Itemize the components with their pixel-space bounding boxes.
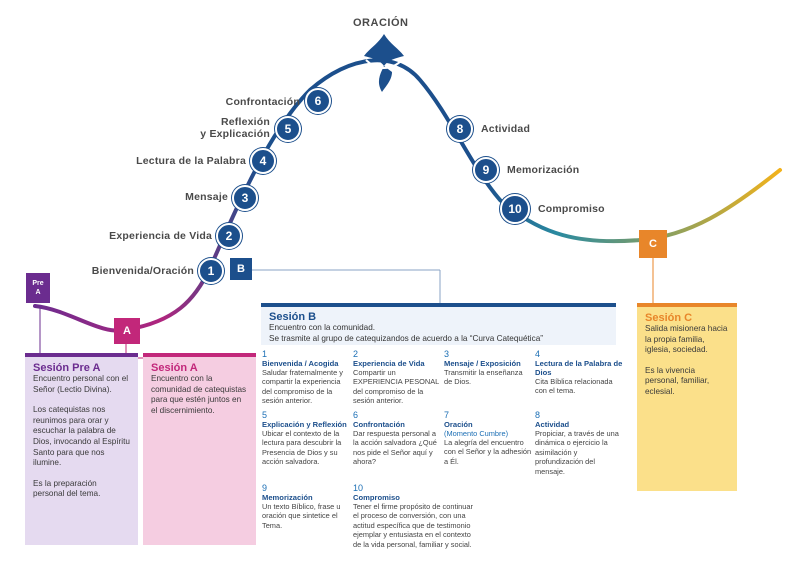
curve-path — [33, 58, 782, 333]
step-node-1: 1 — [198, 258, 224, 284]
item-number: 10 — [353, 483, 364, 493]
item-title: Confrontación — [353, 420, 405, 429]
step-label-5b: y Explicación — [200, 128, 270, 140]
step-label-1: Bienvenida/Oración — [91, 265, 194, 277]
item-title: Memorización — [262, 493, 313, 502]
sesion-pre-a-p1: Encuentro personal con el Señor (Lectio … — [33, 374, 129, 394]
item-desc: Dar respuesta personal a la acción salva… — [353, 429, 437, 467]
sesion-a-p1: Encuentro con la comunidad de catequista… — [151, 374, 247, 415]
marker-pre-a-line1: Pre — [32, 280, 44, 287]
sesion-pre-a-box: Sesión Pre A Encuentro personal con el S… — [25, 353, 138, 545]
sesion-b-line2: Se trasmite al grupo de catequizandos de… — [269, 333, 543, 343]
item-desc: Propiciar, a través de una dinámica o ej… — [535, 429, 619, 476]
item-title: Mensaje / Exposición — [444, 359, 521, 368]
sesion-a-title: Sesión A — [151, 362, 198, 374]
sesion-b-title: Sesión B — [269, 311, 317, 323]
item-desc: Transmitir la enseñanza de Dios. — [444, 368, 523, 387]
sesion-c-box: Sesión C Salida misionera hacia la propi… — [637, 303, 737, 491]
item-subtitle: (Momento Cumbre) — [444, 429, 509, 438]
sesion-b-item-1: 1 Bienvenida / Acogida Saludar fraternal… — [262, 349, 350, 406]
marker-c: C — [639, 230, 667, 258]
step-node-8: 8 — [447, 116, 473, 142]
item-number: 1 — [262, 349, 268, 359]
marker-b: B — [230, 258, 252, 280]
sesion-a-box: Sesión A Encuentro con la comunidad de c… — [143, 353, 256, 545]
step-label-5a: Reflexión — [220, 116, 270, 128]
item-desc: Saludar fraternalmente y compartir la ex… — [262, 368, 343, 406]
step-node-6: 6 — [305, 88, 331, 114]
sesion-pre-a-title: Sesión Pre A — [33, 362, 101, 374]
marker-pre-a: Pre A — [26, 273, 50, 303]
item-title: Bienvenida / Acogida — [262, 359, 339, 368]
sesion-b-item-2: 2 Experiencia de Vida Compartir un EXPER… — [353, 349, 441, 406]
item-title: Actividad — [535, 420, 570, 429]
step-node-4: 4 — [250, 148, 276, 174]
marker-pre-a-line2: A — [35, 289, 41, 296]
sesion-c-p1: Salida misionera hacia la propia familia… — [645, 324, 728, 355]
step-label-3: Mensaje — [185, 191, 228, 203]
sesion-b-item-10: 10 Compromiso Tener el firme propósito d… — [353, 483, 473, 549]
sesion-b-header: Sesión B Encuentro con la comunidad. Se … — [261, 303, 616, 345]
step-node-9: 9 — [473, 157, 499, 183]
sesion-pre-a-p2: Los catequistas nos reunimos para orar y… — [33, 405, 130, 468]
step-label-9: Memorización — [507, 164, 580, 176]
item-number: 3 — [444, 349, 450, 359]
sesion-c-title: Sesión C — [645, 312, 693, 324]
step-label-2: Experiencia de Vida — [109, 230, 212, 242]
step-label-8: Actividad — [481, 123, 531, 135]
holy-spirit-dove-icon — [364, 34, 404, 92]
item-title: Lectura de la Palabra de Dios — [535, 359, 623, 377]
item-desc: Cita Bíblica relacionada con el tema. — [535, 377, 613, 396]
sesion-b-item-8: 8 Actividad Propiciar, a través de una d… — [535, 410, 623, 476]
item-number: 9 — [262, 483, 268, 493]
step-label-6: Confrontación — [225, 96, 300, 108]
item-title: Compromiso — [353, 493, 400, 502]
item-number: 7 — [444, 410, 450, 420]
item-number: 6 — [353, 410, 359, 420]
item-title: Experiencia de Vida — [353, 359, 425, 368]
sesion-b-item-6: 6 Confrontación Dar respuesta personal a… — [353, 410, 441, 467]
item-desc: Compartir un EXPERIENCIA PESONAL del com… — [353, 368, 439, 406]
item-number: 8 — [535, 410, 541, 420]
step-label-4: Lectura de la Palabra — [136, 155, 246, 167]
sesion-b-item-5: 5 Explicación y Reflexión Ubicar el cont… — [262, 410, 350, 467]
sesion-b-item-4: 4 Lectura de la Palabra de Dios Cita Bíb… — [535, 349, 623, 396]
item-desc: Ubicar el contexto de la lectura para de… — [262, 429, 342, 467]
item-number: 5 — [262, 410, 268, 420]
item-number: 4 — [535, 349, 541, 359]
sesion-pre-a-p3: Es la preparación personal del tema. — [33, 478, 101, 499]
sesion-b-item-9: 9 Memorización Un texto Bíblico, frase u… — [262, 483, 350, 530]
item-desc: Un texto Bíblico, frase u oración que si… — [262, 502, 341, 530]
step-node-3: 3 — [232, 185, 258, 211]
step-label-10: Compromiso — [538, 203, 605, 215]
step-node-2: 2 — [216, 223, 242, 249]
item-title: Oración — [444, 420, 473, 429]
sesion-b-line1: Encuentro con la comunidad. — [269, 323, 376, 332]
step-node-10: 10 — [500, 194, 530, 224]
marker-a: A — [114, 318, 140, 344]
step-node-5: 5 — [275, 116, 301, 142]
sesion-c-p2: Es la vivencia personal, familiar, ecles… — [645, 365, 710, 396]
item-number: 2 — [353, 349, 359, 359]
sesion-b-item-7: 7 Oración (Momento Cumbre) La alegría de… — [444, 410, 532, 466]
oracion-title: ORACIÓN — [353, 17, 409, 29]
item-desc: Tener el firme propósito de continuar el… — [353, 502, 473, 549]
item-title: Explicación y Reflexión — [262, 420, 347, 429]
sesion-b-item-3: 3 Mensaje / Exposición Transmitir la ens… — [444, 349, 532, 387]
item-desc: La alegría del encuentro con el Señor y … — [444, 438, 532, 466]
